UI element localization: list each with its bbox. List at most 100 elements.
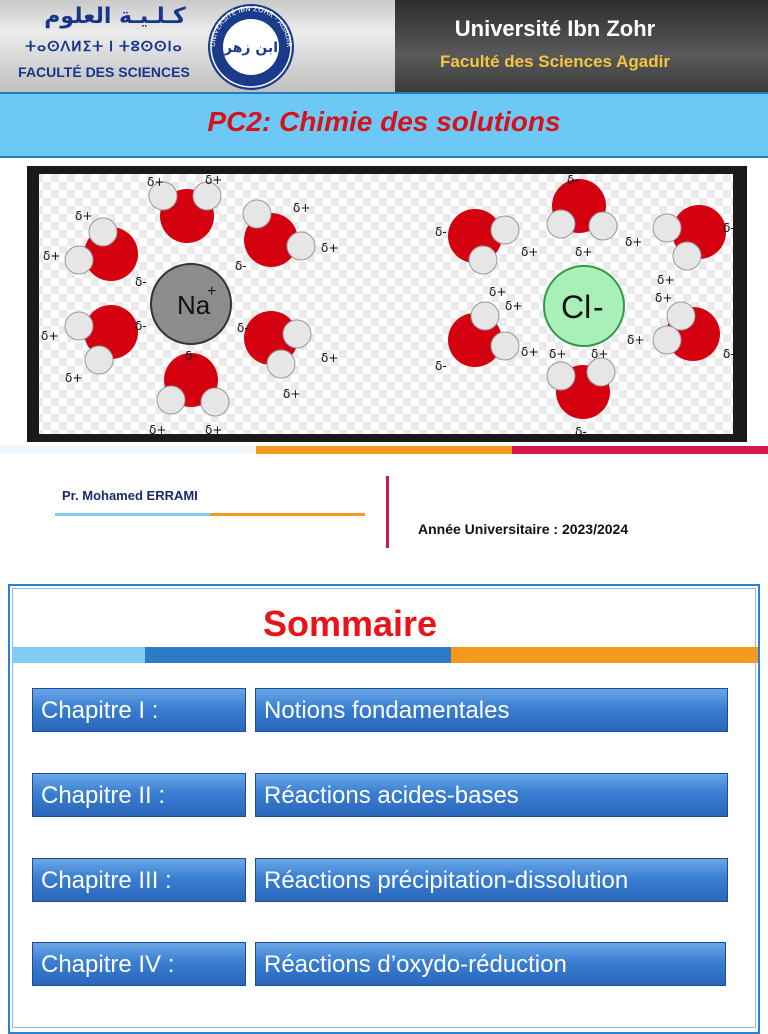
hydrogen-atom — [546, 209, 576, 239]
water-molecule — [156, 353, 230, 417]
delta-plus-label: δ+ — [43, 249, 60, 263]
color-stripe — [0, 446, 768, 454]
delta-plus-label: δ+ — [521, 345, 538, 359]
title-band — [0, 92, 768, 158]
delta-minus-label: δ- — [723, 221, 735, 235]
delta-plus-label: δ+ — [283, 387, 300, 401]
hydrogen-atom — [586, 357, 616, 387]
delta-plus-label: δ+ — [657, 273, 674, 287]
chapter-2-number[interactable]: Chapitre II : — [32, 773, 246, 817]
cl-charge: - — [593, 289, 604, 325]
delta-plus-label: δ+ — [75, 209, 92, 223]
delta-plus-label: δ+ — [205, 173, 222, 187]
hydrogen-atom — [546, 361, 576, 391]
delta-plus-label: δ+ — [591, 347, 608, 361]
water-molecule — [64, 305, 138, 375]
delta-minus-label: δ- — [567, 173, 579, 187]
delta-minus-label: δ- — [135, 319, 147, 333]
delta-minus-label: δ- — [435, 225, 447, 239]
delta-plus-label: δ+ — [293, 201, 310, 215]
na-charge: + — [207, 283, 216, 300]
delta-plus-label: δ+ — [321, 351, 338, 365]
header-university-panel — [395, 0, 768, 92]
hydrogen-atom — [470, 301, 500, 331]
delta-plus-label: δ+ — [321, 241, 338, 255]
chapter-3-number[interactable]: Chapitre III : — [32, 858, 246, 902]
cl-symbol: Cl — [561, 289, 591, 325]
chapter-2-title[interactable]: Réactions acides-bases — [255, 773, 728, 817]
chapter-3-title[interactable]: Réactions précipitation-dissolution — [255, 858, 728, 902]
oxygen-atom — [84, 305, 138, 359]
faculty-name: Faculté des Sciences Agadir — [440, 52, 670, 71]
na-symbol: Na — [177, 290, 211, 320]
water-molecule — [546, 179, 618, 241]
delta-plus-label: δ+ — [655, 291, 672, 305]
author-name: Pr. Mohamed ERRAMI — [62, 488, 198, 503]
chapter-4-number[interactable]: Chapitre IV : — [32, 942, 246, 986]
hydrogen-atom — [666, 301, 696, 331]
water-molecule — [448, 209, 520, 275]
delta-minus-label: δ- — [435, 359, 447, 373]
hydrogen-atom — [490, 215, 520, 245]
sommaire-title: Sommaire — [262, 603, 438, 644]
cl-ion: Cl - — [543, 265, 625, 347]
water-molecule — [244, 311, 312, 379]
delta-minus-label: δ- — [235, 259, 247, 273]
hydrogen-atom — [652, 325, 682, 355]
chapter-1-number[interactable]: Chapitre I : — [32, 688, 246, 732]
university-name: Université Ibn Zohr — [454, 16, 656, 41]
delta-plus-label: δ+ — [149, 423, 166, 437]
chapter-1-title[interactable]: Notions fondamentales — [255, 688, 728, 732]
hydrogen-atom — [192, 181, 222, 211]
delta-plus-label: δ+ — [521, 245, 538, 259]
seal-center-text: ابن زهر — [223, 40, 278, 56]
water-molecule — [448, 301, 520, 367]
hydrogen-atom — [266, 349, 296, 379]
author-underline — [55, 513, 365, 516]
delta-plus-label: δ+ — [147, 175, 164, 189]
delta-minus-label: δ- — [723, 347, 735, 361]
faculty-name-tifinagh: ⵜⴰⵙⴷⵍⵉⵜ ⵏ ⵜⵓⵙⵙⵏⴰ — [25, 38, 183, 54]
hydrogen-atom — [242, 199, 272, 229]
hydrogen-atom — [64, 245, 94, 275]
na-ion: Na + — [150, 263, 232, 345]
hydrogen-atom — [64, 311, 94, 341]
delta-plus-label: δ+ — [575, 245, 592, 259]
water-molecule — [242, 199, 316, 267]
delta-plus-label: δ+ — [41, 329, 58, 343]
delta-plus-label: δ+ — [625, 235, 642, 249]
hydrogen-atom — [588, 211, 618, 241]
sommaire-stripe — [12, 647, 758, 663]
water-molecule — [546, 357, 616, 419]
hydrogen-atom — [148, 181, 178, 211]
delta-plus-label: δ+ — [65, 371, 82, 385]
water-molecule — [148, 181, 222, 243]
hydrogen-atom — [84, 345, 114, 375]
course-title: PC2: Chimie des solutions — [207, 106, 561, 137]
academic-year: Année Universitaire : 2023/2024 — [418, 521, 629, 537]
chapter-4-title[interactable]: Réactions d’oxydo-réduction — [255, 942, 726, 986]
delta-plus-label: δ+ — [549, 347, 566, 361]
delta-minus-label: δ- — [237, 321, 249, 335]
water-molecule — [652, 205, 726, 271]
university-seal-logo: UNIVERSITÉ IBN ZOHR - AGADIR ابن زهر — [208, 4, 294, 90]
delta-plus-label: δ+ — [627, 333, 644, 347]
delta-plus-label: δ+ — [489, 285, 506, 299]
delta-minus-label: δ- — [575, 425, 587, 439]
water-molecule — [652, 301, 720, 361]
hydrogen-atom — [200, 387, 230, 417]
hydrogen-atom — [490, 331, 520, 361]
delta-plus-label: δ+ — [505, 299, 522, 313]
hydrogen-atom — [672, 241, 702, 271]
hydrogen-atom — [652, 213, 682, 243]
delta-plus-label: δ+ — [205, 423, 222, 437]
hydrogen-atom — [282, 319, 312, 349]
hydrogen-atom — [88, 217, 118, 247]
delta-minus-label: δ- — [185, 349, 197, 363]
vertical-divider — [386, 476, 389, 548]
hydrogen-atom — [156, 385, 186, 415]
hydrogen-atom — [468, 245, 498, 275]
faculty-name-french: FACULTÉ DES SCIENCES — [18, 64, 190, 80]
hydrogen-atom — [286, 231, 316, 261]
hydrated-ions-illustration: δ+ δ+ δ+ δ+ δ+ δ+ δ+ δ+ δ+ δ+ δ+ δ+ δ+ δ+ δ+ δ+ δ+ δ+ δ+ δ+… — [27, 166, 747, 442]
